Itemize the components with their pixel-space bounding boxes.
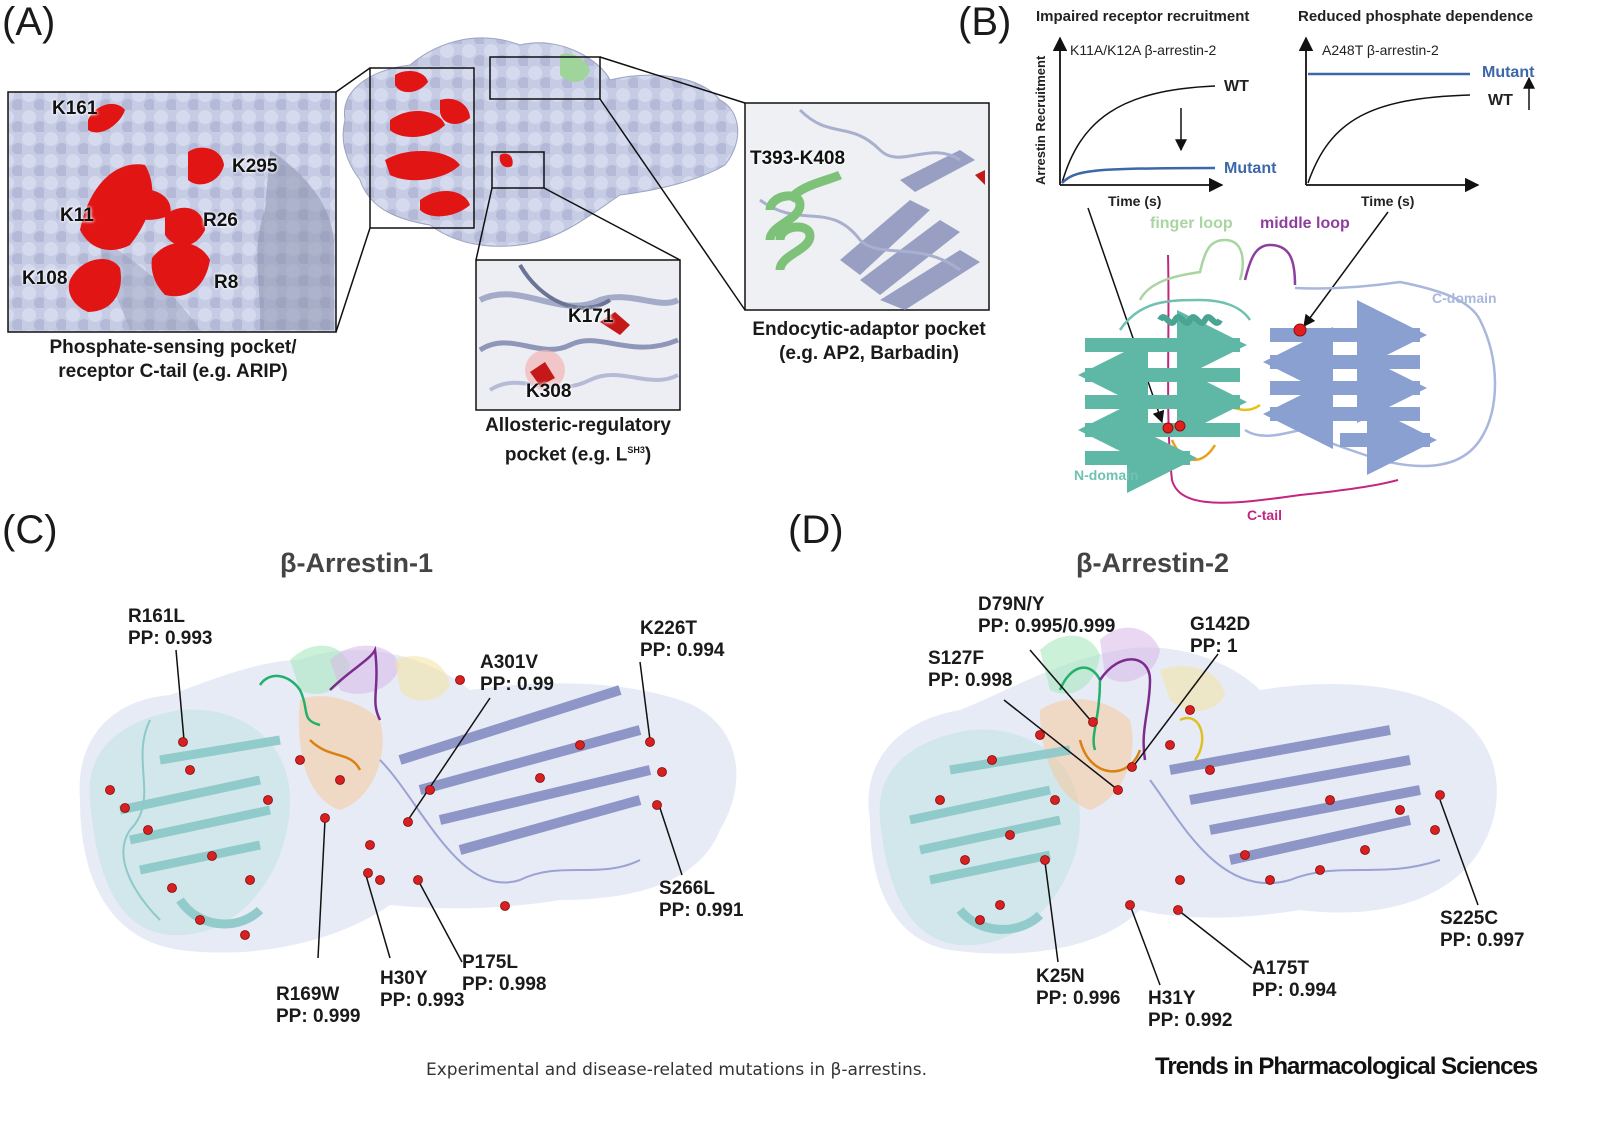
residue-label: R26 [203, 210, 238, 231]
panel-d-title: β-Arrestin-2 [1076, 548, 1230, 578]
graph1-xlabel: Time (s) [1108, 193, 1162, 209]
graph2-title: Reduced phosphate dependence [1298, 8, 1534, 25]
mutation-surface-red [68, 103, 224, 312]
graph2-subtitle: A248T β-arrestin-2 [1322, 42, 1439, 58]
allosteric-pocket-inset [475, 259, 681, 411]
residue-label: K108 [22, 268, 68, 289]
graph1-ylabel: Arrestin Recruitment [1033, 55, 1048, 185]
endocytic-pocket-caption: Endocytic-adaptor pocket (e.g. AP2, Barb… [752, 319, 986, 364]
middle-loop-label: middle loop [1260, 215, 1350, 232]
n-domain-label: N-domain [1074, 467, 1139, 483]
endocytic-pocket-inset [744, 102, 990, 311]
residue-label: T393-K408 [750, 148, 846, 169]
residue-label: K11 [60, 205, 94, 226]
graph1-subtitle: K11A/K12A β-arrestin-2 [1070, 42, 1217, 58]
phosphate-pocket-caption: Phosphate-sensing pocket/ receptor C-tai… [49, 337, 297, 382]
panel-d-letter: (D) [788, 508, 844, 552]
panel-b-letter: (B) [958, 0, 1012, 44]
panel-a-graphics [7, 37, 990, 411]
c-tail-label: C-tail [1247, 507, 1282, 523]
panel-c-letter: (C) [2, 508, 58, 552]
figure-caption: Experimental and disease-related mutatio… [426, 1060, 927, 1080]
panel-b-graphics [1052, 36, 1535, 504]
panel-c-graphics [79, 645, 737, 963]
phosphate-pocket-inset [7, 91, 337, 333]
graph2-mutant-label: Mutant [1482, 64, 1535, 81]
graph2-wt-label: WT [1488, 92, 1513, 109]
mutation-dots-c [105, 675, 667, 940]
finger-loop-label: finger loop [1150, 215, 1233, 232]
arrestin-surface-full [342, 37, 739, 247]
arrestin-topology-diagram [1078, 238, 1497, 504]
panel-d-graphics [868, 627, 1497, 986]
c-domain-label: C-domain [1432, 290, 1497, 306]
panel-c-title: β-Arrestin-1 [280, 548, 434, 578]
journal-logo: Trends in Pharmacological Sciences [1155, 1053, 1538, 1080]
graph1-mutant-label: Mutant [1224, 160, 1277, 177]
panel-a-letter: (A) [2, 0, 56, 44]
mutation-dots-d [935, 705, 1445, 925]
graph2-xlabel: Time (s) [1361, 193, 1415, 209]
residue-label: K171 [568, 306, 614, 327]
residue-label: R8 [214, 272, 239, 293]
graph1-wt-label: WT [1224, 78, 1249, 95]
graph1-title: Impaired receptor recruitment [1036, 8, 1250, 25]
allosteric-pocket-caption: Allosteric-regulatory pocket (e.g. LSH3) [485, 415, 671, 466]
residue-label: K308 [526, 381, 572, 402]
residue-label: K295 [232, 156, 278, 177]
residue-label: K161 [52, 98, 98, 119]
